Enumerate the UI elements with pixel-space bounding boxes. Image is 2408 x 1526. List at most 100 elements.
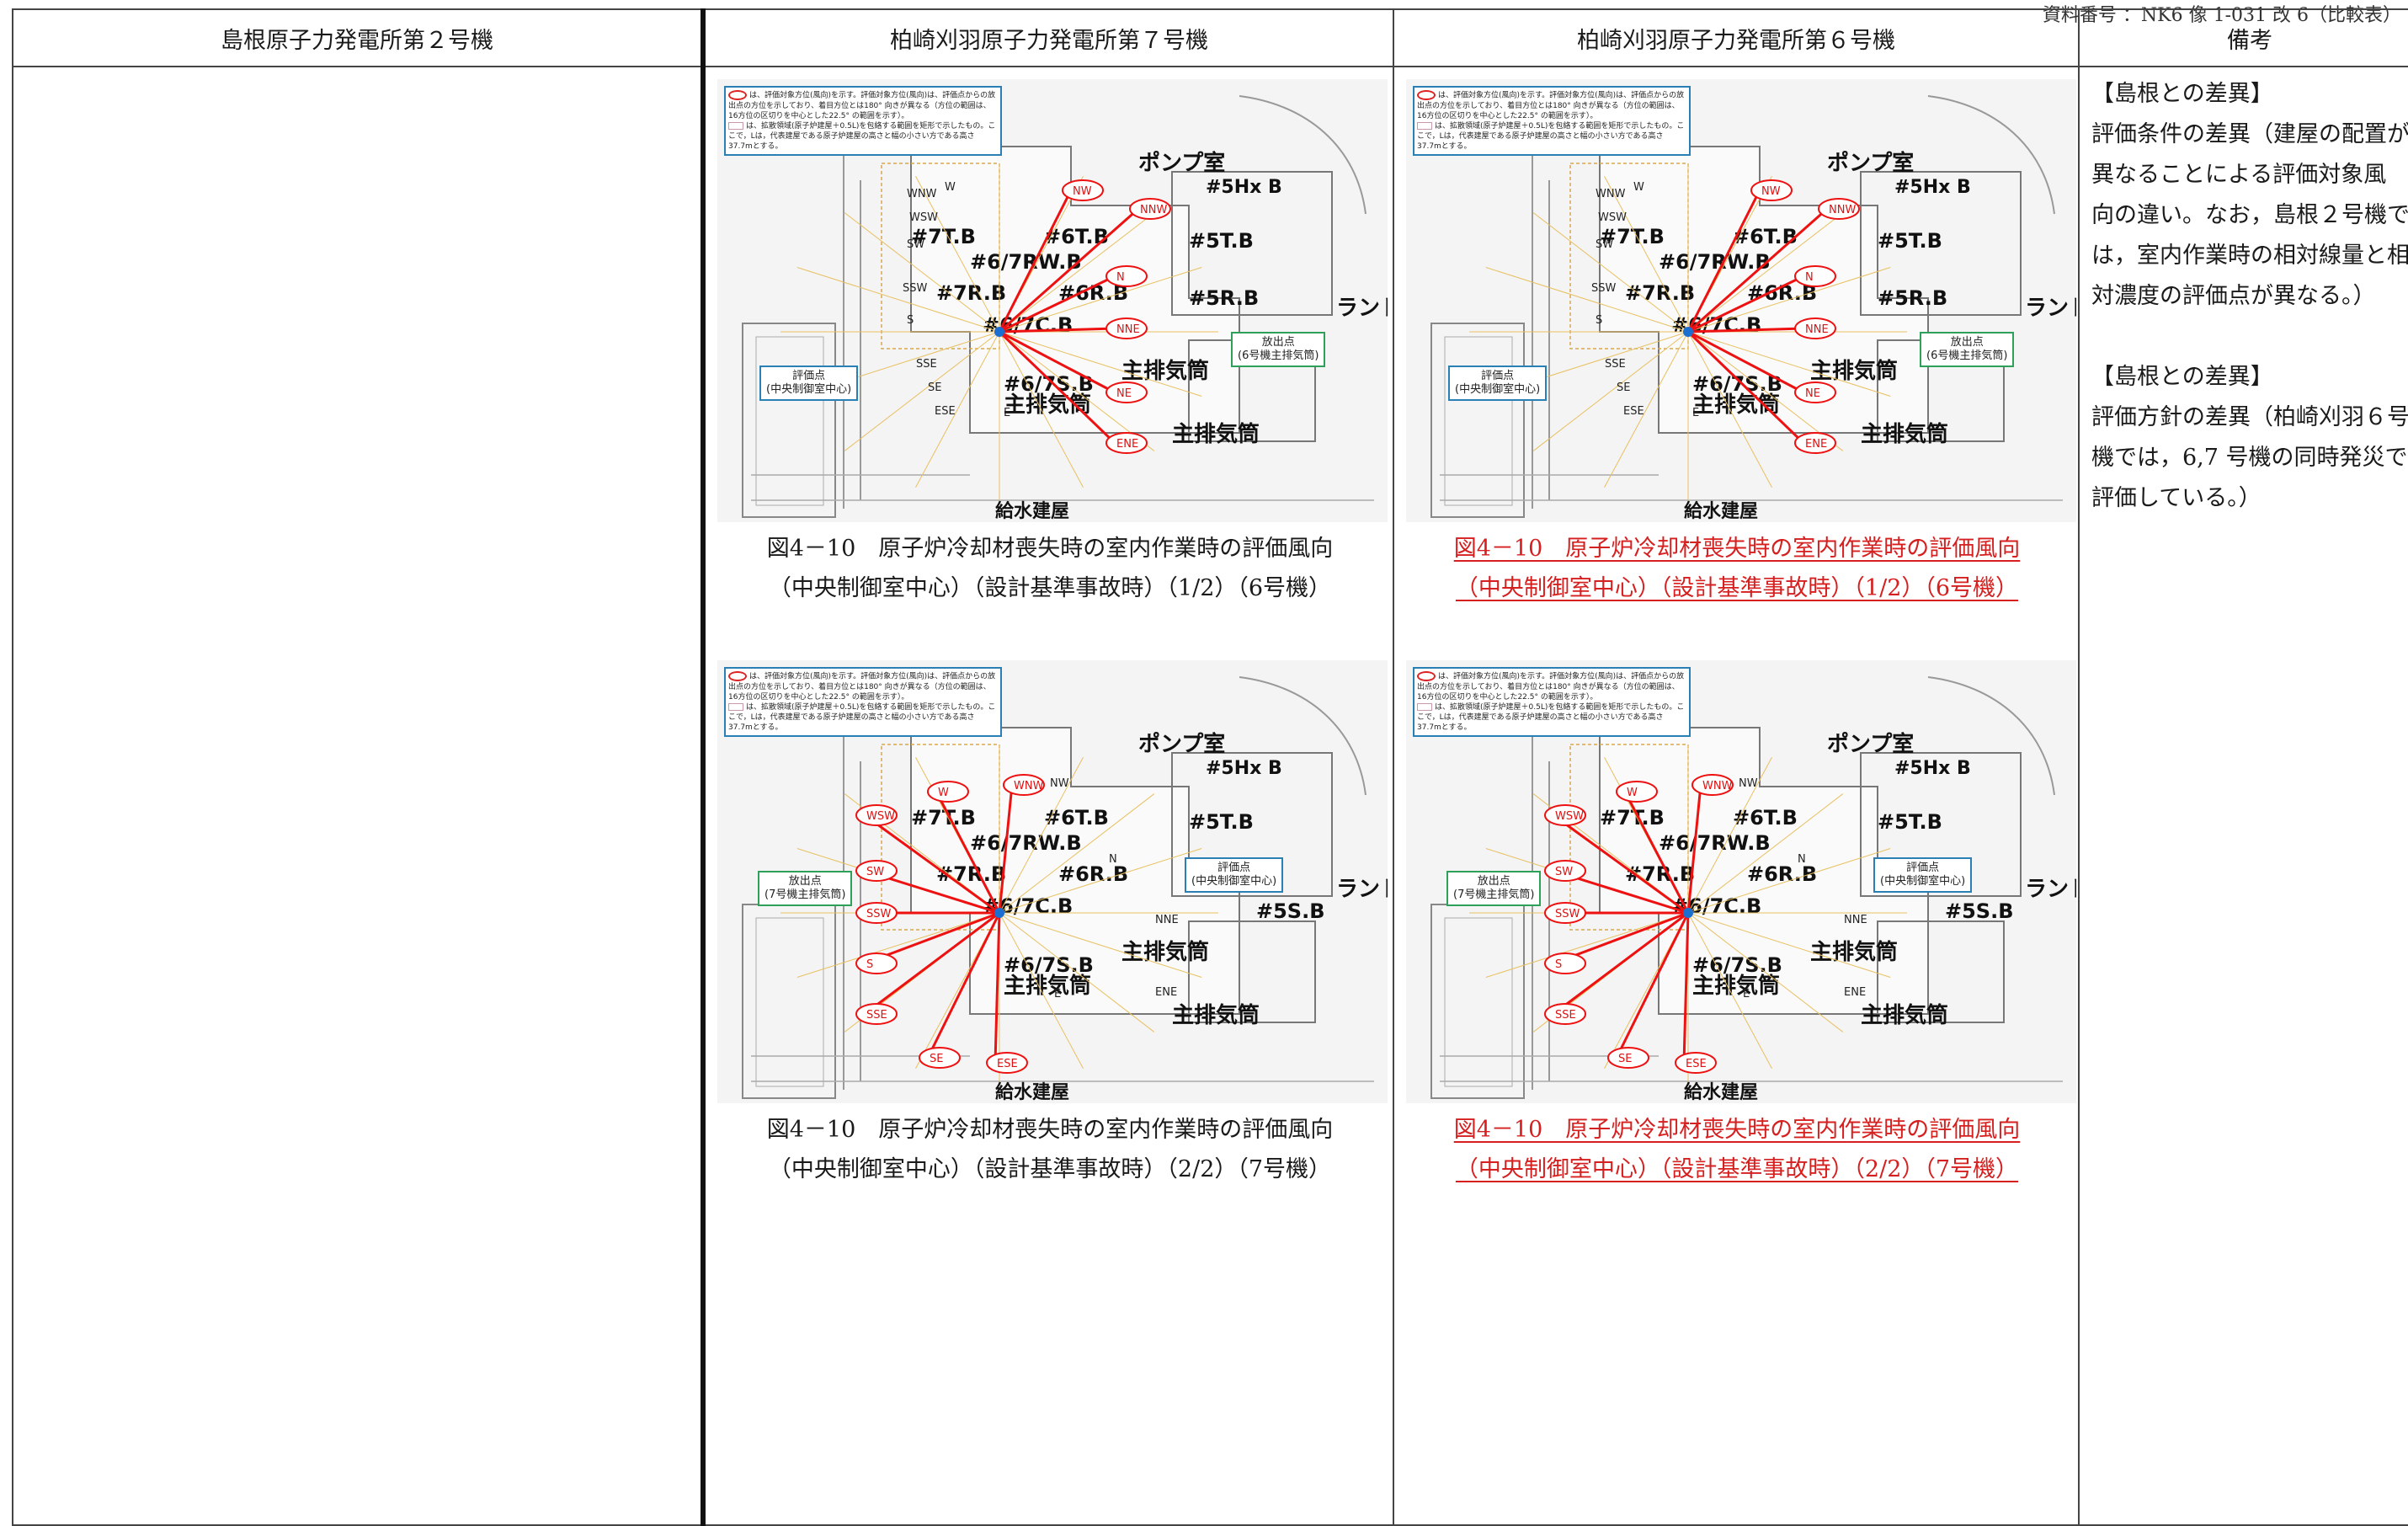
map-label-5rb: #5R.B bbox=[1189, 286, 1259, 310]
compass-label: SW bbox=[907, 238, 924, 251]
direction-ring bbox=[1544, 860, 1586, 882]
direction-ring bbox=[927, 781, 969, 803]
map-label-67rwb: #6/7RW.B bbox=[970, 250, 1082, 274]
remark-block-1-line: は，室内作業時の相対線量と相 bbox=[2091, 243, 2408, 269]
map-label-pump-house: ポンプ室 bbox=[1138, 731, 1225, 757]
map-label-main-stack: 主排気筒 bbox=[1810, 939, 1898, 965]
map-label-5hx: #5Hx B bbox=[1206, 177, 1282, 198]
direction-ring bbox=[855, 1003, 898, 1025]
direction-label: SW bbox=[866, 866, 884, 878]
remark-block-1-line: 異なることによる評価対象風 bbox=[2091, 162, 2387, 188]
direction-ray bbox=[999, 330, 1116, 394]
map-label-5hx: #5Hx B bbox=[1894, 758, 1971, 779]
evaluation-point-callout: 評価点(中央制御室中心) bbox=[1448, 365, 1548, 401]
site-map-figure-2: ポンプ室#5Hx B#7T.B#6T.B#5T.B#6/7RW.B#7R.B#6… bbox=[717, 660, 1388, 1103]
direction-label: NE bbox=[1805, 387, 1820, 400]
map-label-water-building: 給水建屋 bbox=[1684, 1081, 1758, 1103]
header-kk7: 柏崎刈羽原子力発電所第７号機 bbox=[702, 8, 1394, 67]
direction-ray bbox=[998, 189, 1073, 333]
direction-ring bbox=[1062, 179, 1104, 201]
compass-label: ESE bbox=[935, 405, 956, 418]
figure-1-caption-kk6-line1: 図4－10 原子炉冷却材喪失時の室内作業時の評価風向 bbox=[1453, 536, 2021, 562]
direction-ray bbox=[999, 327, 1116, 333]
direction-ray bbox=[1686, 784, 1702, 914]
map-label-6tb: #6T.B bbox=[1044, 806, 1109, 830]
red-ellipse-icon bbox=[728, 90, 747, 100]
map-label-pump-house: ポンプ室 bbox=[1827, 150, 1914, 176]
red-ellipse-icon bbox=[1417, 90, 1436, 100]
map-label-7tb: #7T.B bbox=[1600, 806, 1665, 830]
map-label-main-stack: 主排気筒 bbox=[1810, 358, 1898, 384]
evaluation-point-callout: 評価点(中央制御室中心) bbox=[759, 365, 859, 401]
direction-label: WSW bbox=[1555, 810, 1584, 823]
site-map-figure-1-kk6: ポンプ室#5Hx B#7T.B#6T.B#5T.B#6/7RW.B#7R.B#6… bbox=[1406, 79, 2076, 522]
evaluation-point-marker bbox=[994, 327, 1004, 337]
direction-ring bbox=[1129, 198, 1171, 220]
direction-label: NNW bbox=[1829, 204, 1856, 216]
map-label-land: ランド bbox=[2025, 296, 2076, 321]
direction-ring bbox=[1794, 432, 1836, 454]
figure-1-caption-kk6: 図4－10 原子炉冷却材喪失時の室内作業時の評価風向 （中央制御室中心）（設計基… bbox=[1406, 529, 2068, 608]
rectangle-icon bbox=[728, 121, 743, 130]
compass-label: NW bbox=[1739, 777, 1758, 790]
evaluation-point-marker bbox=[1683, 327, 1693, 337]
direction-ring bbox=[1675, 1052, 1717, 1074]
map-label-7rb: #7R.B bbox=[936, 281, 1006, 305]
direction-label: SE bbox=[930, 1053, 943, 1065]
map-label-main-stack-3: 主排気筒 bbox=[1004, 973, 1091, 999]
map-label-5tb: #5T.B bbox=[1878, 810, 1942, 834]
direction-ring bbox=[1105, 265, 1148, 287]
header-kk6: 柏崎刈羽原子力発電所第６号機 bbox=[1393, 8, 2080, 67]
direction-ray bbox=[926, 912, 1001, 1059]
direction-label: SSE bbox=[866, 1009, 887, 1022]
map-label-main-stack-3: 主排気筒 bbox=[1004, 392, 1091, 418]
figure-2-caption-line2: （中央制御室中心）（設計基準事故時）（2/2）（7号機） bbox=[768, 1156, 1332, 1182]
figure-note: は、評価対象方位(風向)を示す。評価対象方位(風向)は、評価点からの放出点の方位… bbox=[724, 667, 1002, 737]
direction-ring bbox=[1544, 804, 1586, 826]
compass-label: SE bbox=[1617, 382, 1630, 394]
figure-note-line1: は、評価対象方位(風向)を示す。評価対象方位(風向)は、評価点からの放出点の方位… bbox=[728, 672, 996, 702]
compass-label: N bbox=[1798, 853, 1806, 866]
evaluation-point-callout: 評価点(中央制御室中心) bbox=[1185, 857, 1284, 893]
header-remarks: 備考 bbox=[2078, 8, 2408, 67]
map-label-5tb: #5T.B bbox=[1189, 810, 1254, 834]
remark-block-2-title: 【島根との差異】 bbox=[2091, 364, 2273, 390]
map-label-5hx: #5Hx B bbox=[1894, 177, 1971, 198]
direction-label: S bbox=[1555, 958, 1562, 971]
comparison-table: 島根原子力発電所第２号機 柏崎刈羽原子力発電所第７号機 柏崎刈羽原子力発電所第６… bbox=[12, 8, 2408, 1526]
red-ellipse-icon bbox=[728, 671, 747, 681]
kk7-column: ポンプ室#5Hx B#7T.B#6T.B#5T.B#6/7RW.B#7R.B#6… bbox=[702, 66, 1394, 1526]
map-label-main-stack-2: 主排気筒 bbox=[1172, 1002, 1260, 1028]
direction-ring bbox=[1607, 1047, 1649, 1069]
compass-label: NNE bbox=[1844, 914, 1867, 926]
direction-label: ESE bbox=[997, 1058, 1018, 1070]
direction-rays bbox=[780, 744, 1218, 1081]
figure-2-caption-kk6: 図4－10 原子炉冷却材喪失時の室内作業時の評価風向 （中央制御室中心）（設計基… bbox=[1406, 1110, 2068, 1189]
remark-block-1-line: 評価条件の差異（建屋の配置が bbox=[2091, 121, 2408, 147]
compass-label: ESE bbox=[1623, 405, 1644, 418]
direction-ring bbox=[1616, 781, 1658, 803]
map-label-67rwb: #6/7RW.B bbox=[1659, 831, 1771, 855]
map-label-pump-house: ポンプ室 bbox=[1138, 150, 1225, 176]
direction-ray bbox=[1686, 330, 1805, 445]
compass-label: ENE bbox=[1844, 986, 1866, 999]
map-label-water-building: 給水建屋 bbox=[1684, 500, 1758, 522]
evaluation-point-marker bbox=[1683, 908, 1693, 918]
direction-label: ENE bbox=[1116, 438, 1138, 451]
figure-note-line2: は、拡散領域(原子炉建屋＋0.5L)を包絡する範囲を矩形で示したもの。ここで，L… bbox=[728, 702, 996, 732]
direction-ring bbox=[919, 1047, 961, 1069]
direction-label: ESE bbox=[1686, 1058, 1707, 1070]
map-label-water-building: 給水建屋 bbox=[995, 1081, 1069, 1103]
direction-ring bbox=[1750, 179, 1793, 201]
map-label-main-stack: 主排気筒 bbox=[1121, 939, 1209, 965]
site-map-figure-1: ポンプ室#5Hx B#7T.B#6T.B#5T.B#6/7RW.B#7R.B#6… bbox=[717, 79, 1388, 522]
direction-ring bbox=[1794, 382, 1836, 403]
direction-label: SSW bbox=[1555, 908, 1580, 920]
figure-note-line2: は、拡散領域(原子炉建屋＋0.5L)を包絡する範囲を矩形で示したもの。ここで，L… bbox=[1417, 702, 1685, 732]
compass-label: SW bbox=[1596, 238, 1613, 251]
map-label-67sb: #6/7S.B bbox=[1004, 372, 1094, 396]
map-label-67rwb: #6/7RW.B bbox=[1659, 250, 1771, 274]
direction-label: SW bbox=[1555, 866, 1573, 878]
direction-ring bbox=[1544, 1003, 1586, 1025]
map-label-main-stack-2: 主排気筒 bbox=[1172, 421, 1260, 447]
